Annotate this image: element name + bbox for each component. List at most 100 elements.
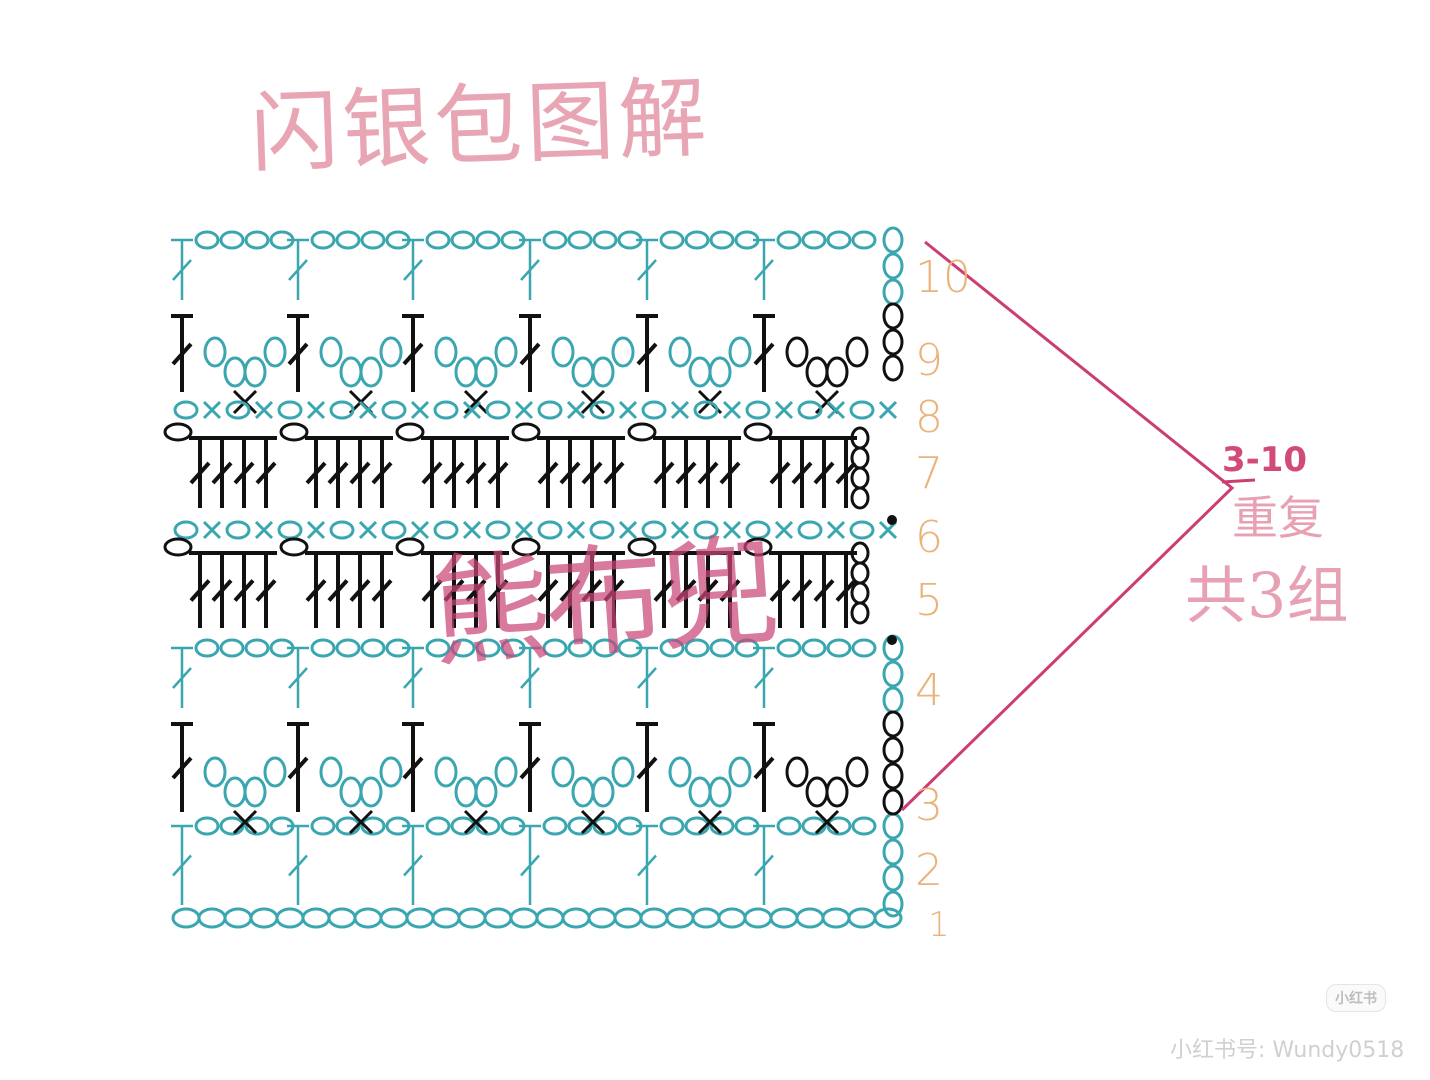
chain-stitch <box>395 422 425 442</box>
chain-stitch <box>882 660 904 688</box>
single-crochet-stitch <box>697 809 723 835</box>
chain-stitch <box>845 756 869 788</box>
row-number-label: 2 <box>915 845 943 896</box>
chain-stitch <box>509 907 539 929</box>
chain-stitch <box>849 400 875 420</box>
chain-stitch <box>329 520 355 540</box>
chain-stitch <box>339 356 363 388</box>
chain-stitch <box>805 776 829 808</box>
chain-stitch <box>223 776 247 808</box>
chain-stitch <box>474 356 498 388</box>
chain-stitch <box>279 537 309 557</box>
chain-stitch <box>776 816 802 836</box>
double-crochet-stitch <box>349 436 371 508</box>
double-crochet-stitch <box>327 436 349 508</box>
chain-stitch <box>494 336 518 368</box>
double-crochet-stitch <box>753 824 775 905</box>
chain-stitch <box>684 230 710 250</box>
single-crochet-stitch <box>410 520 430 540</box>
chain-stitch <box>194 816 220 836</box>
single-crochet-stitch <box>254 520 274 540</box>
chain-stitch <box>847 907 877 929</box>
double-crochet-stitch <box>305 551 327 628</box>
single-crochet-stitch <box>462 520 482 540</box>
chain-stitch <box>688 356 712 388</box>
double-crochet-stitch <box>559 436 581 508</box>
chain-stitch <box>801 638 827 658</box>
double-crochet-stitch <box>537 436 559 508</box>
single-crochet-stitch <box>514 400 534 420</box>
chain-stitch <box>826 638 852 658</box>
chain-stitch <box>244 230 270 250</box>
single-crochet-stitch <box>410 400 430 420</box>
single-crochet-stitch <box>826 520 846 540</box>
double-crochet-stitch <box>287 646 309 708</box>
chain-stitch <box>592 816 618 836</box>
double-crochet-stitch <box>233 436 255 508</box>
double-crochet-stitch <box>287 722 309 812</box>
row-number-label: 9 <box>915 335 943 386</box>
double-crochet-stitch <box>519 646 541 708</box>
double-crochet-stitch <box>753 238 775 300</box>
chain-stitch <box>850 486 870 510</box>
double-crochet-stitch <box>421 551 443 628</box>
chain-stitch <box>850 601 870 625</box>
double-crochet-stitch <box>465 436 487 508</box>
double-crochet-stitch <box>171 314 193 392</box>
chain-stitch <box>851 230 877 250</box>
chain-stitch <box>882 812 904 840</box>
chain-stitch <box>776 638 802 658</box>
chain-stitch <box>433 400 459 420</box>
chain-stitch <box>223 356 247 388</box>
chain-stitch <box>567 638 593 658</box>
chain-stitch <box>691 907 721 929</box>
chain-stitch <box>693 400 719 420</box>
single-crochet-stitch <box>348 809 374 835</box>
double-crochet-stitch <box>675 436 697 508</box>
single-crochet-stitch <box>670 400 690 420</box>
chain-stitch <box>785 756 809 788</box>
chain-stitch <box>850 581 870 605</box>
chain-stitch <box>845 336 869 368</box>
chain-stitch <box>851 816 877 836</box>
chain-stitch <box>219 230 245 250</box>
chain-stitch <box>360 638 386 658</box>
chain-stitch <box>795 907 825 929</box>
chain-stitch <box>405 907 435 929</box>
chain-stitch <box>591 356 615 388</box>
chain-stitch <box>785 336 809 368</box>
chain-stitch <box>537 400 563 420</box>
chain-stitch <box>709 638 735 658</box>
single-crochet-stitch <box>463 809 489 835</box>
chain-stitch <box>882 686 904 714</box>
chain-stitch <box>589 400 615 420</box>
chain-stitch <box>551 336 575 368</box>
chain-stitch <box>277 400 303 420</box>
chain-stitch <box>776 230 802 250</box>
chain-stitch <box>329 400 355 420</box>
chain-stitch <box>457 907 487 929</box>
chain-stitch <box>743 907 773 929</box>
chain-stitch <box>571 776 595 808</box>
chain-stitch <box>882 278 904 306</box>
single-crochet-stitch <box>826 400 846 420</box>
chain-stitch <box>688 776 712 808</box>
single-crochet-stitch <box>358 520 378 540</box>
chain-stitch <box>395 537 425 557</box>
double-crochet-stitch <box>675 551 697 628</box>
chain-stitch <box>627 537 657 557</box>
chain-stitch <box>485 400 511 420</box>
chain-stitch <box>301 907 331 929</box>
chain-stitch <box>244 638 270 658</box>
double-crochet-stitch <box>421 436 443 508</box>
chain-stitch <box>850 446 870 470</box>
chain-stitch <box>219 638 245 658</box>
chain-stitch <box>379 336 403 368</box>
double-crochet-stitch <box>255 436 277 508</box>
chain-stitch <box>743 422 773 442</box>
double-crochet-stitch <box>402 238 424 300</box>
repeat-total-label: 共3组 <box>1185 559 1349 632</box>
chain-stitch <box>882 302 904 330</box>
chain-stitch <box>379 907 409 929</box>
single-crochet-stitch <box>232 389 258 415</box>
